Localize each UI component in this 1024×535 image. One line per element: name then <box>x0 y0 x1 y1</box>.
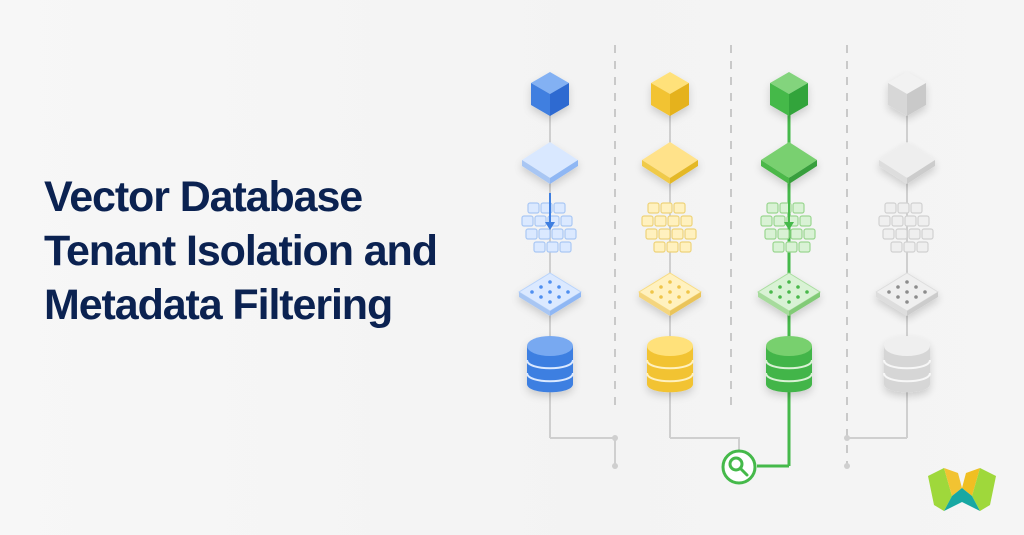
green-vector-grid-icon <box>760 193 816 253</box>
title-line-2: Tenant Isolation and <box>44 227 438 275</box>
gray-dot-tile-icon <box>875 272 939 316</box>
blue-cube-icon <box>531 72 569 116</box>
green-dot-tile-icon <box>757 272 821 316</box>
gray-cube-icon <box>888 72 926 116</box>
blue-database-icon <box>526 336 574 393</box>
yellow-database-icon <box>646 336 694 393</box>
green-flat-tile-icon <box>761 142 817 184</box>
yellow-vector-grid-icon <box>641 202 697 253</box>
page-title: Vector Database Tenant Isolation and Met… <box>44 170 474 332</box>
blue-vector-grid-icon <box>521 193 577 253</box>
green-tenant-lane <box>757 72 821 393</box>
gray-vector-grid-icon <box>878 202 934 253</box>
yellow-cube-icon <box>651 72 689 116</box>
route-node-gray-end <box>844 463 850 469</box>
yellow-flat-tile-icon <box>642 142 698 184</box>
gray-flat-tile-icon <box>879 142 935 184</box>
search-icon-handle <box>739 467 749 477</box>
search-filter-node <box>721 449 757 485</box>
yellow-route <box>670 437 740 452</box>
blue-flat-tile-icon <box>522 142 578 184</box>
green-database-icon <box>765 336 813 393</box>
blue-tenant-lane <box>518 72 582 393</box>
route-node-blue-end <box>612 463 618 469</box>
bottom-routing-lines <box>550 435 907 469</box>
yellow-tenant-lane <box>638 72 702 393</box>
search-icon-lens <box>728 456 744 472</box>
green-cube-icon <box>770 72 808 116</box>
gray-tenant-lane <box>875 72 939 393</box>
lane-dividers <box>614 45 848 466</box>
gray-database-icon <box>883 336 931 393</box>
title-line-1: Vector Database <box>44 173 363 221</box>
title-line-3: Metadata Filtering <box>44 281 393 329</box>
blue-route <box>550 437 616 466</box>
yellow-dot-tile-icon <box>638 272 702 316</box>
route-node-blue <box>612 435 618 441</box>
w-logo-icon <box>928 468 996 511</box>
vertical-connectors <box>549 113 908 466</box>
search-filter-ring <box>721 449 757 485</box>
route-node-gray <box>844 435 850 441</box>
blue-dot-tile-icon <box>518 272 582 316</box>
